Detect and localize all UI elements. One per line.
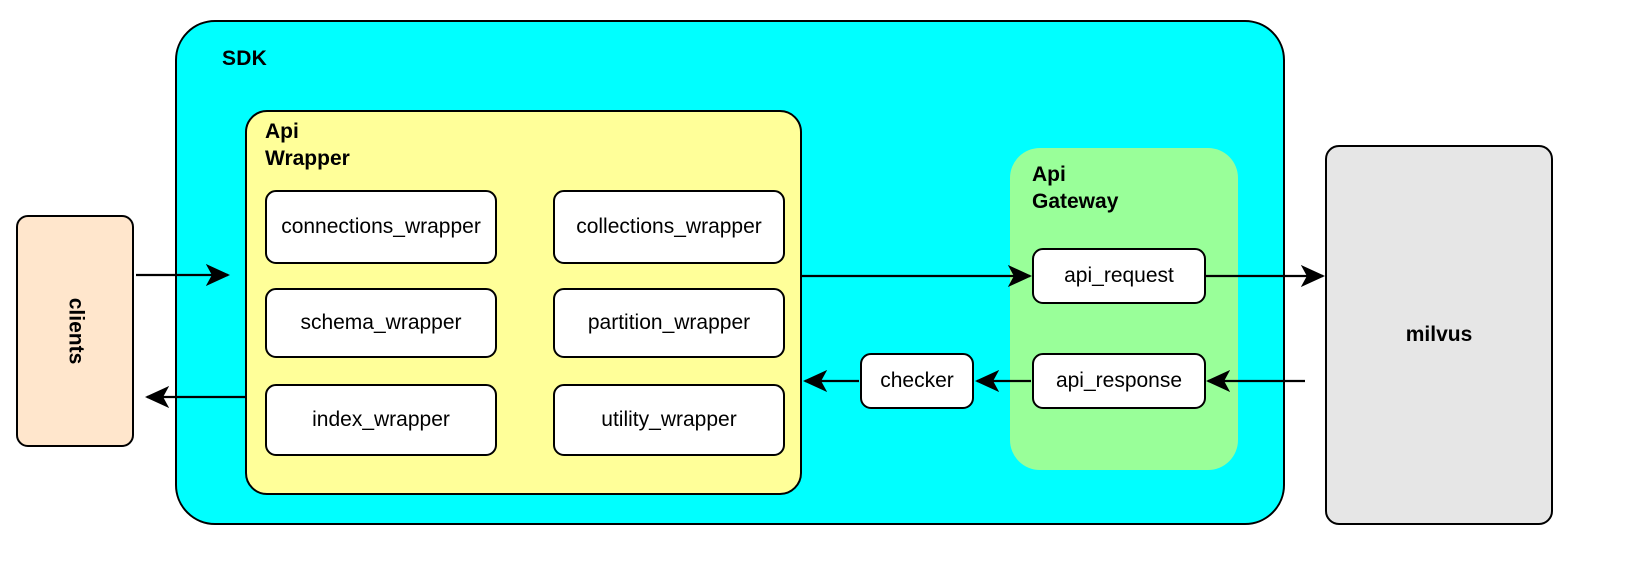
node-milvus[interactable]: milvus [1325, 145, 1553, 525]
node-index-wrapper[interactable]: index_wrapper [265, 384, 497, 456]
node-label: checker [880, 369, 954, 392]
node-label: api_request [1064, 264, 1174, 287]
node-clients[interactable]: clients [16, 215, 134, 447]
node-api-request[interactable]: api_request [1032, 248, 1206, 304]
node-label: collections_wrapper [576, 215, 762, 238]
node-connections-wrapper[interactable]: connections_wrapper [265, 190, 497, 264]
node-label: utility_wrapper [601, 408, 737, 431]
node-utility-wrapper[interactable]: utility_wrapper [553, 384, 785, 456]
node-collections-wrapper[interactable]: collections_wrapper [553, 190, 785, 264]
node-api-response[interactable]: api_response [1032, 353, 1206, 409]
node-label: connections_wrapper [281, 215, 481, 238]
node-label: partition_wrapper [587, 311, 751, 334]
node-label: schema_wrapper [300, 311, 462, 334]
node-checker[interactable]: checker [860, 353, 974, 409]
node-label: index_wrapper [312, 408, 450, 431]
container-api-gateway: Api Gateway [1010, 148, 1238, 470]
node-label: api_response [1055, 369, 1183, 392]
node-schema-wrapper[interactable]: schema_wrapper [265, 288, 497, 358]
node-partition-wrapper[interactable]: partition_wrapper [553, 288, 785, 358]
sdk-label: SDK [222, 47, 267, 70]
api-gateway-label: Api Gateway [1032, 163, 1119, 213]
node-label: clients [64, 297, 87, 365]
api-wrapper-label: Api Wrapper [265, 120, 350, 170]
node-label: milvus [1405, 323, 1473, 346]
